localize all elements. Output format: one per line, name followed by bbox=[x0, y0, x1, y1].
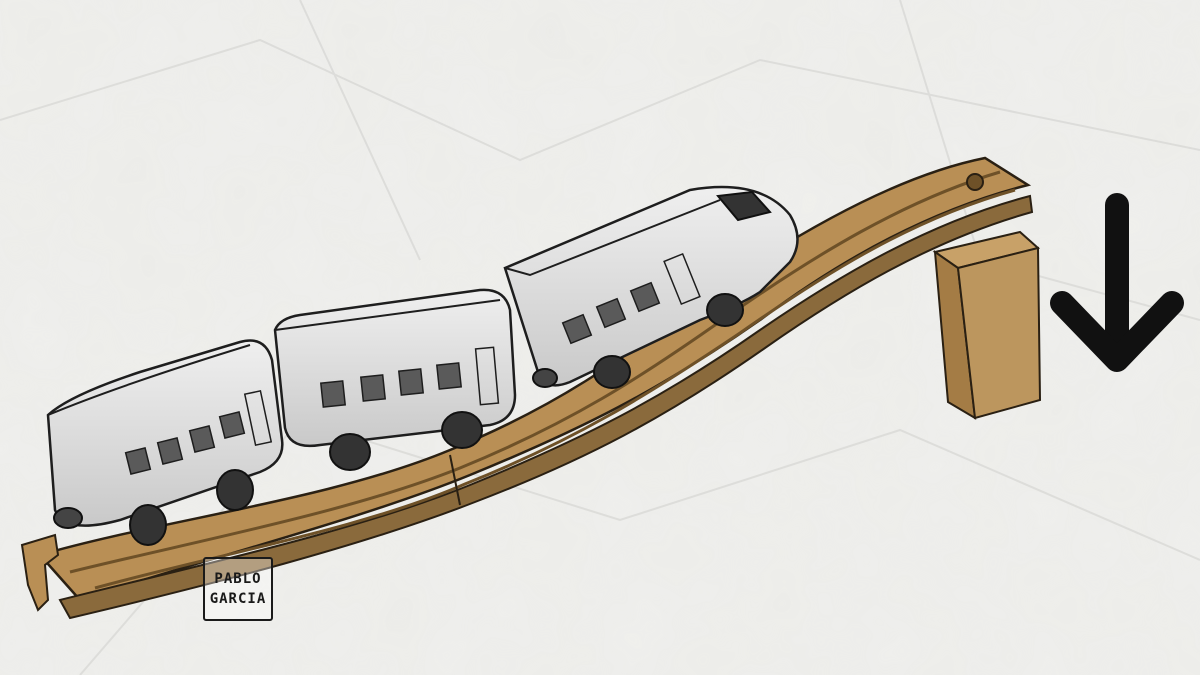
middle-carriage bbox=[273, 288, 517, 471]
locomotive-windows bbox=[561, 281, 661, 345]
signature-line-2: GARCIA bbox=[209, 591, 267, 607]
down-arrow-icon bbox=[1050, 193, 1184, 372]
artist-signature: PABLO GARCIA bbox=[203, 557, 273, 621]
track-support-block bbox=[932, 230, 1042, 420]
locomotive bbox=[503, 185, 799, 389]
rear-carriage-windows bbox=[124, 410, 246, 476]
middle-carriage-windows bbox=[319, 362, 463, 408]
rear-carriage bbox=[46, 339, 284, 546]
signature-line-1: PABLO bbox=[214, 571, 262, 587]
locomotive-windshield bbox=[716, 190, 772, 222]
